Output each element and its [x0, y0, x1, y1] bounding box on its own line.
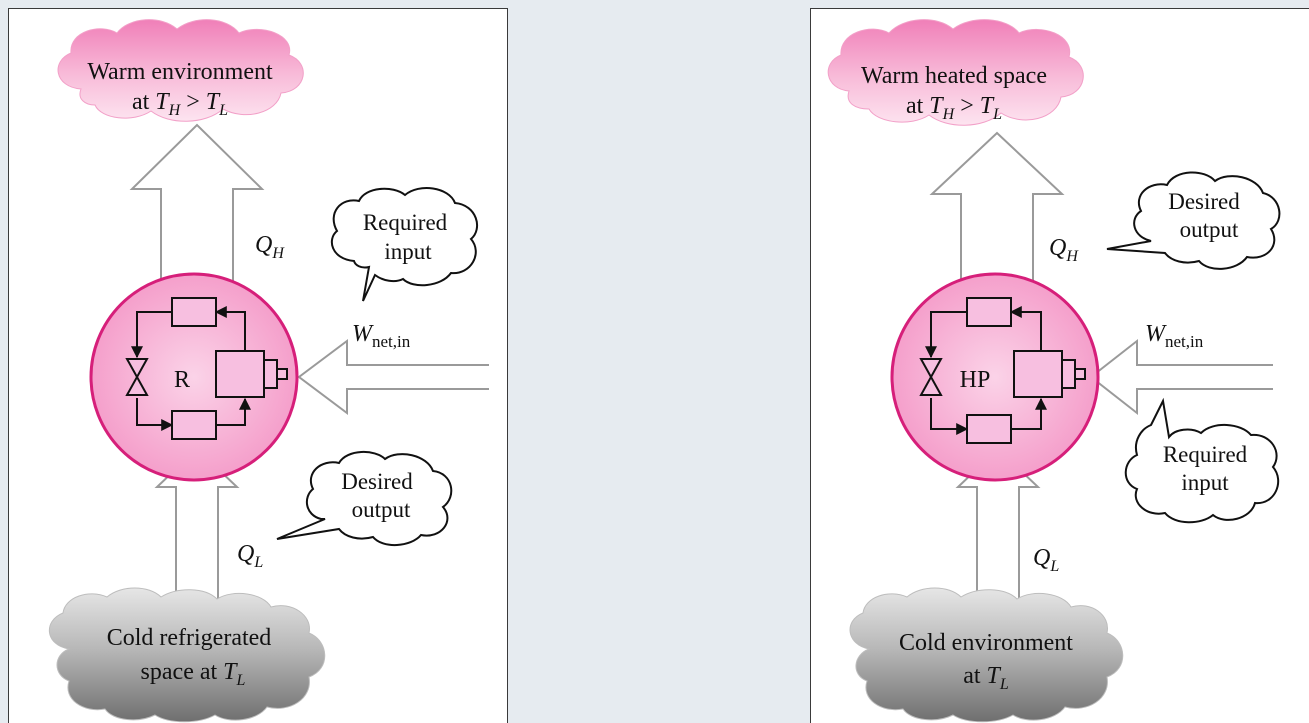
warm-environment-cloud: [57, 19, 304, 122]
desired-output-line2: output: [1180, 217, 1239, 242]
warm-heated-space-cloud: [827, 19, 1084, 126]
desired-output-line2: output: [352, 497, 411, 522]
required-input-line2: input: [1181, 470, 1229, 495]
desired-output-bubble: [1106, 171, 1281, 270]
refrigerator-diagram: Warm environment at TH > TL R QH Require…: [48, 19, 489, 723]
required-input-bubble: [1124, 397, 1280, 524]
work-input-label: Wnet,in: [352, 321, 411, 351]
heat-pump-cycle-schematic: [919, 297, 1086, 444]
heat-pump-diagram: Warm heated space at TH > TL HP QH Desir…: [827, 19, 1281, 723]
cold-refrigerated-space-cloud: [48, 587, 326, 723]
required-input-line1: Required: [363, 210, 448, 235]
required-input-bubble: [330, 187, 479, 302]
work-input-arrow: [1089, 338, 1273, 416]
qh-label: QH: [255, 232, 285, 262]
cold-space-label-line2: space at TL: [141, 659, 246, 689]
qh-heat-arrow: [129, 123, 265, 309]
work-input-arrow: [297, 339, 489, 415]
desired-output-bubble: [276, 451, 453, 546]
qh-heat-arrow: [929, 131, 1065, 309]
qh-label: QH: [1049, 235, 1079, 265]
ql-label: QL: [237, 541, 263, 571]
device-label-hp: HP: [960, 367, 991, 393]
heat-pump-diagram-panel: Warm heated space at TH > TL HP QH Desir…: [810, 8, 1309, 723]
temperature-relation-label: at TH > TL: [132, 89, 228, 119]
refrigerator-diagram-panel: Warm environment at TH > TL R QH Require…: [8, 8, 508, 723]
device-label-r: R: [174, 367, 190, 393]
desired-output-line1: Desired: [341, 469, 413, 494]
cold-environment-label-line1: Cold environment: [899, 630, 1073, 656]
warm-heated-space-label: Warm heated space: [861, 63, 1047, 89]
cold-environment-label-line2: at TL: [963, 663, 1009, 693]
ql-label: QL: [1033, 545, 1059, 575]
desired-output-line1: Desired: [1168, 189, 1240, 214]
required-input-line1: Required: [1163, 442, 1248, 467]
warm-environment-label: Warm environment: [87, 59, 273, 85]
required-input-line2: input: [384, 239, 432, 264]
cold-space-label-line1: Cold refrigerated: [107, 625, 272, 651]
refrigeration-cycle-schematic: [125, 297, 288, 440]
temperature-relation-label: at TH > TL: [906, 93, 1002, 123]
cold-environment-cloud: [849, 587, 1124, 723]
work-input-label: Wnet,in: [1145, 321, 1204, 351]
